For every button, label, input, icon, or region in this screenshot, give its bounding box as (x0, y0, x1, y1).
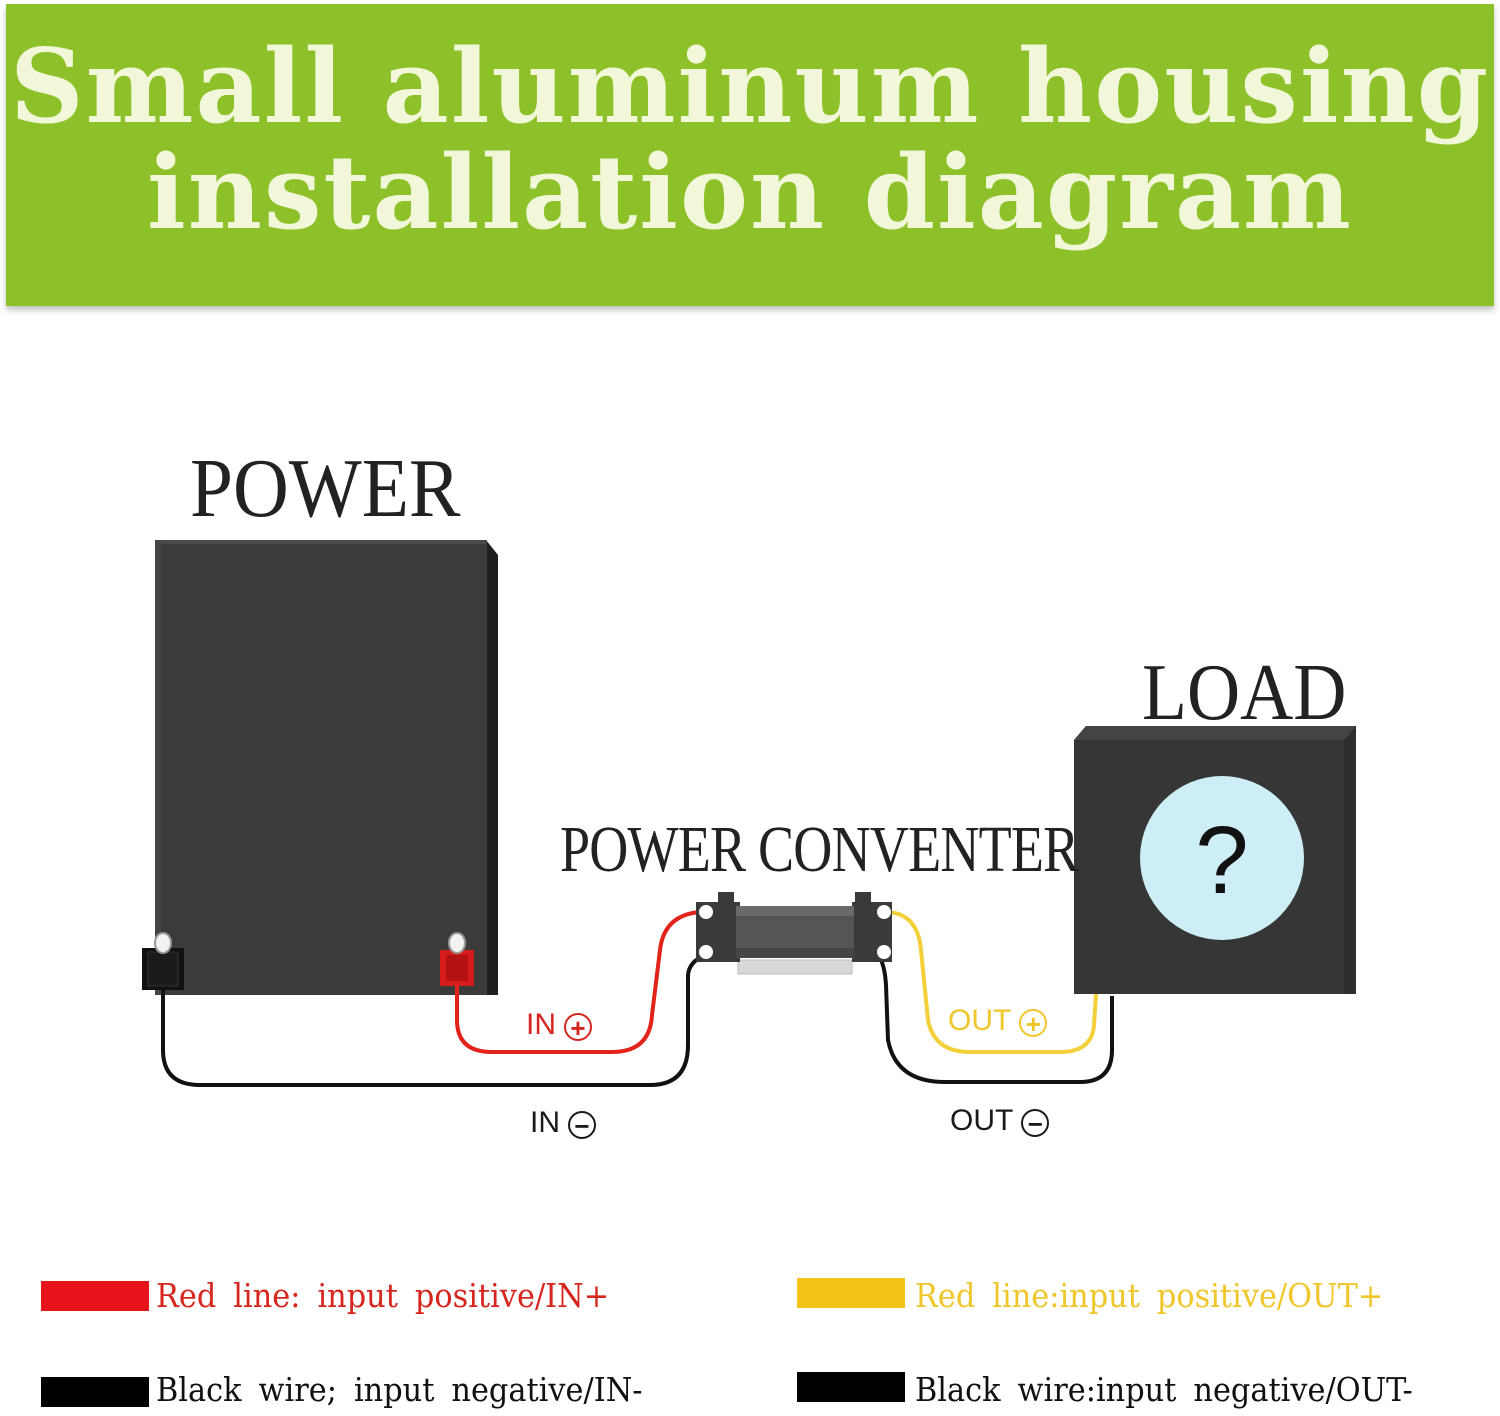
legend-swatch-red (41, 1281, 149, 1311)
power-label: POWER (190, 442, 461, 535)
legend-swatch-black-out (797, 1372, 905, 1402)
in-positive-label: IN + (526, 1008, 592, 1042)
legend-black-output: Black wire:input negative/OUT- (915, 1370, 1413, 1409)
in-negative-text: IN (530, 1106, 560, 1139)
diagram-title: Small aluminum housing installation diag… (9, 27, 1491, 253)
minus-circle-icon: − (1021, 1109, 1050, 1137)
legend-swatch-black-in (41, 1377, 149, 1407)
minus-circle-icon: − (568, 1111, 596, 1139)
legend-black-input: Black wire; input negative/IN- (156, 1370, 643, 1409)
power-supply-box (155, 540, 498, 995)
load-box: ? (1074, 726, 1356, 994)
yellow-wire (860, 910, 1098, 1054)
legend-red-line: Red line: input positive/IN+ (156, 1276, 610, 1315)
black-input-wire (161, 950, 723, 1087)
negative-terminal (142, 932, 184, 990)
out-negative-text: OUT (950, 1104, 1014, 1137)
in-negative-label: IN− (530, 1106, 596, 1140)
legend-swatch-yellow (797, 1278, 905, 1308)
power-converter-label: POWER CONVENTER (560, 813, 1079, 886)
positive-terminal (440, 932, 474, 986)
load-label: LOAD (1142, 649, 1347, 737)
out-positive-label: OUT+ (948, 1004, 1048, 1038)
power-converter-module (696, 892, 892, 975)
plus-circle-icon: + (1019, 1009, 1048, 1037)
load-dial (1140, 776, 1304, 940)
legend-yellow-line: Red line:input positive/OUT+ (915, 1276, 1384, 1315)
plus-circle-icon: + (564, 1013, 592, 1041)
title-banner: Small aluminum housing installation diag… (6, 4, 1494, 306)
load-question-mark: ? (1195, 807, 1248, 914)
out-negative-label: OUT− (950, 1104, 1050, 1138)
out-positive-text: OUT (948, 1004, 1012, 1037)
in-positive-text: IN (526, 1008, 556, 1041)
red-wire (455, 910, 724, 1054)
